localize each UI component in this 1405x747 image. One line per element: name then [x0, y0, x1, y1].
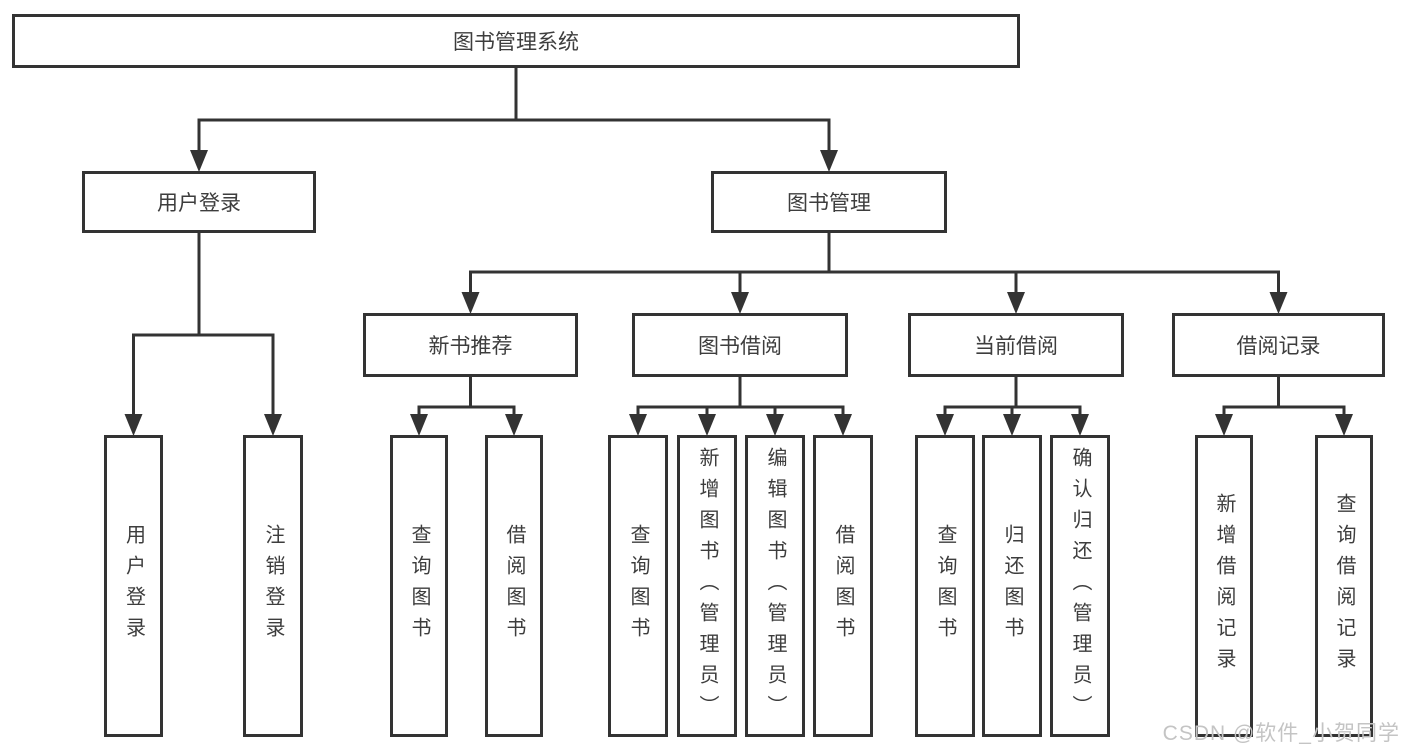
- node-cb-confirm: 确认归还（管理员）: [1050, 435, 1110, 737]
- node-label-nbr-borrow: 借阅图书: [503, 524, 525, 648]
- node-label-nbr-query: 查询图书: [408, 524, 430, 648]
- node-label-user-login: 用户登录: [157, 192, 241, 215]
- node-label-root: 图书管理系统: [453, 31, 579, 54]
- node-label-user-login-leaf: 用户登录: [122, 524, 145, 648]
- node-bb-query: 查询图书: [608, 435, 668, 737]
- node-label-book-borrow: 图书借阅: [698, 335, 782, 358]
- node-bb-borrow: 借阅图书: [813, 435, 873, 737]
- node-bb-edit: 编辑图书（管理员）: [745, 435, 805, 737]
- node-user-login-leaf: 用户登录: [104, 435, 163, 737]
- node-label-book-mgmt: 图书管理: [787, 192, 871, 215]
- node-label-bb-add: 新增图书（管理员）: [696, 446, 718, 726]
- node-br-query: 查询借阅记录: [1315, 435, 1373, 737]
- node-user-login: 用户登录: [82, 171, 316, 233]
- node-logout-leaf: 注销登录: [243, 435, 303, 737]
- node-label-cb-return: 归还图书: [1001, 524, 1023, 648]
- watermark-text: CSDN @软件_小贺同学: [1162, 722, 1400, 745]
- node-cb-return: 归还图书: [982, 435, 1042, 737]
- node-label-cb-confirm: 确认归还（管理员）: [1069, 446, 1091, 726]
- node-book-borrow: 图书借阅: [632, 313, 848, 377]
- node-label-br-query: 查询借阅记录: [1333, 493, 1355, 679]
- node-label-bb-borrow: 借阅图书: [832, 524, 854, 648]
- node-new-book-rec: 新书推荐: [363, 313, 578, 377]
- node-nbr-borrow: 借阅图书: [485, 435, 543, 737]
- node-label-logout-leaf: 注销登录: [262, 524, 284, 648]
- node-book-mgmt: 图书管理: [711, 171, 947, 233]
- node-nbr-query: 查询图书: [390, 435, 448, 737]
- node-borrow-record: 借阅记录: [1172, 313, 1385, 377]
- node-label-new-book-rec: 新书推荐: [428, 335, 513, 358]
- node-br-add: 新增借阅记录: [1195, 435, 1253, 737]
- node-label-br-add: 新增借阅记录: [1213, 493, 1235, 679]
- node-current-borrow: 当前借阅: [908, 313, 1124, 377]
- node-label-bb-query: 查询图书: [627, 524, 649, 648]
- node-label-current-borrow: 当前借阅: [974, 335, 1058, 358]
- node-label-bb-edit: 编辑图书（管理员）: [764, 446, 786, 726]
- node-label-cb-query: 查询图书: [934, 524, 956, 648]
- node-root: 图书管理系统: [12, 14, 1020, 68]
- node-cb-query: 查询图书: [915, 435, 975, 737]
- node-bb-add: 新增图书（管理员）: [677, 435, 737, 737]
- node-label-borrow-record: 借阅记录: [1236, 335, 1321, 358]
